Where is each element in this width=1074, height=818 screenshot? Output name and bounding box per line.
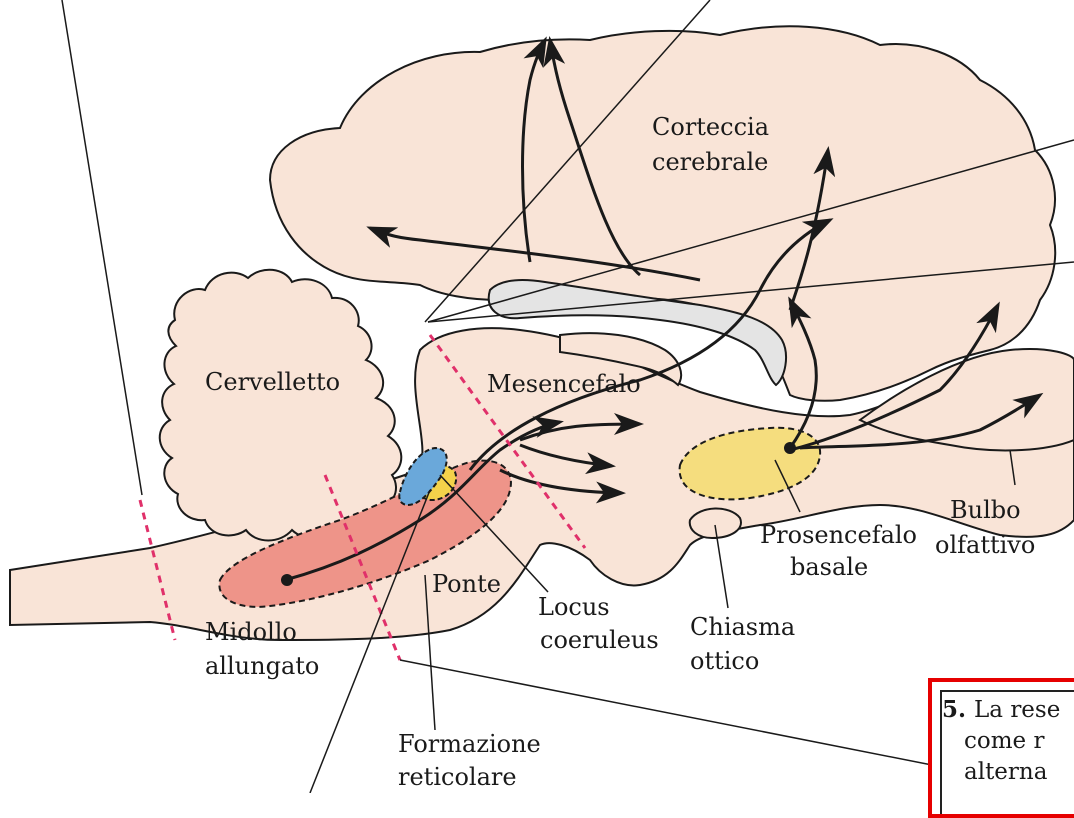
label-prosencefalo-1: Prosencefalo bbox=[760, 521, 917, 549]
label-midollo-1: Midollo bbox=[205, 618, 297, 646]
cerebellum-shape bbox=[160, 270, 402, 541]
basal-origin-dot bbox=[784, 442, 796, 454]
note-line-1: 5. La rese bbox=[942, 694, 1074, 726]
label-midollo-2: allungato bbox=[205, 652, 319, 680]
leader-left-top bbox=[62, 0, 142, 495]
label-formazione-1: Formazione bbox=[398, 730, 541, 758]
label-locus-2: coeruleus bbox=[540, 626, 659, 654]
label-mesencefalo: Mesencefalo bbox=[487, 370, 641, 398]
brain-diagram: Corteccia cerebrale Cervelletto Mesencef… bbox=[0, 0, 1074, 793]
label-locus-1: Locus bbox=[538, 593, 610, 621]
note-number: 5. bbox=[942, 696, 966, 723]
label-chiasma-1: Chiasma bbox=[690, 613, 795, 641]
note-line-1-text: La rese bbox=[974, 697, 1060, 723]
note-line-2: come r bbox=[942, 726, 1074, 757]
label-bulbo-2: olfattivo bbox=[935, 531, 1035, 559]
label-ponte: Ponte bbox=[432, 570, 501, 598]
label-cervelletto: Cervelletto bbox=[205, 368, 340, 396]
label-chiasma-2: ottico bbox=[690, 647, 759, 675]
optic-chiasm-shape bbox=[690, 508, 741, 538]
label-corteccia-2: cerebrale bbox=[652, 148, 768, 176]
label-formazione-2: reticolare bbox=[398, 763, 517, 791]
label-prosencefalo-2: basale bbox=[790, 553, 868, 581]
label-bulbo-1: Bulbo bbox=[950, 496, 1021, 524]
reticular-origin-dot bbox=[281, 574, 293, 586]
note-callout-text: 5. La rese come r alterna bbox=[942, 694, 1074, 788]
note-callout-box: 5. La rese come r alterna bbox=[928, 678, 1074, 818]
label-corteccia-1: Corteccia bbox=[652, 113, 769, 141]
note-line-3: alterna bbox=[942, 757, 1074, 788]
cerebral-cortex-shape bbox=[270, 26, 1055, 400]
